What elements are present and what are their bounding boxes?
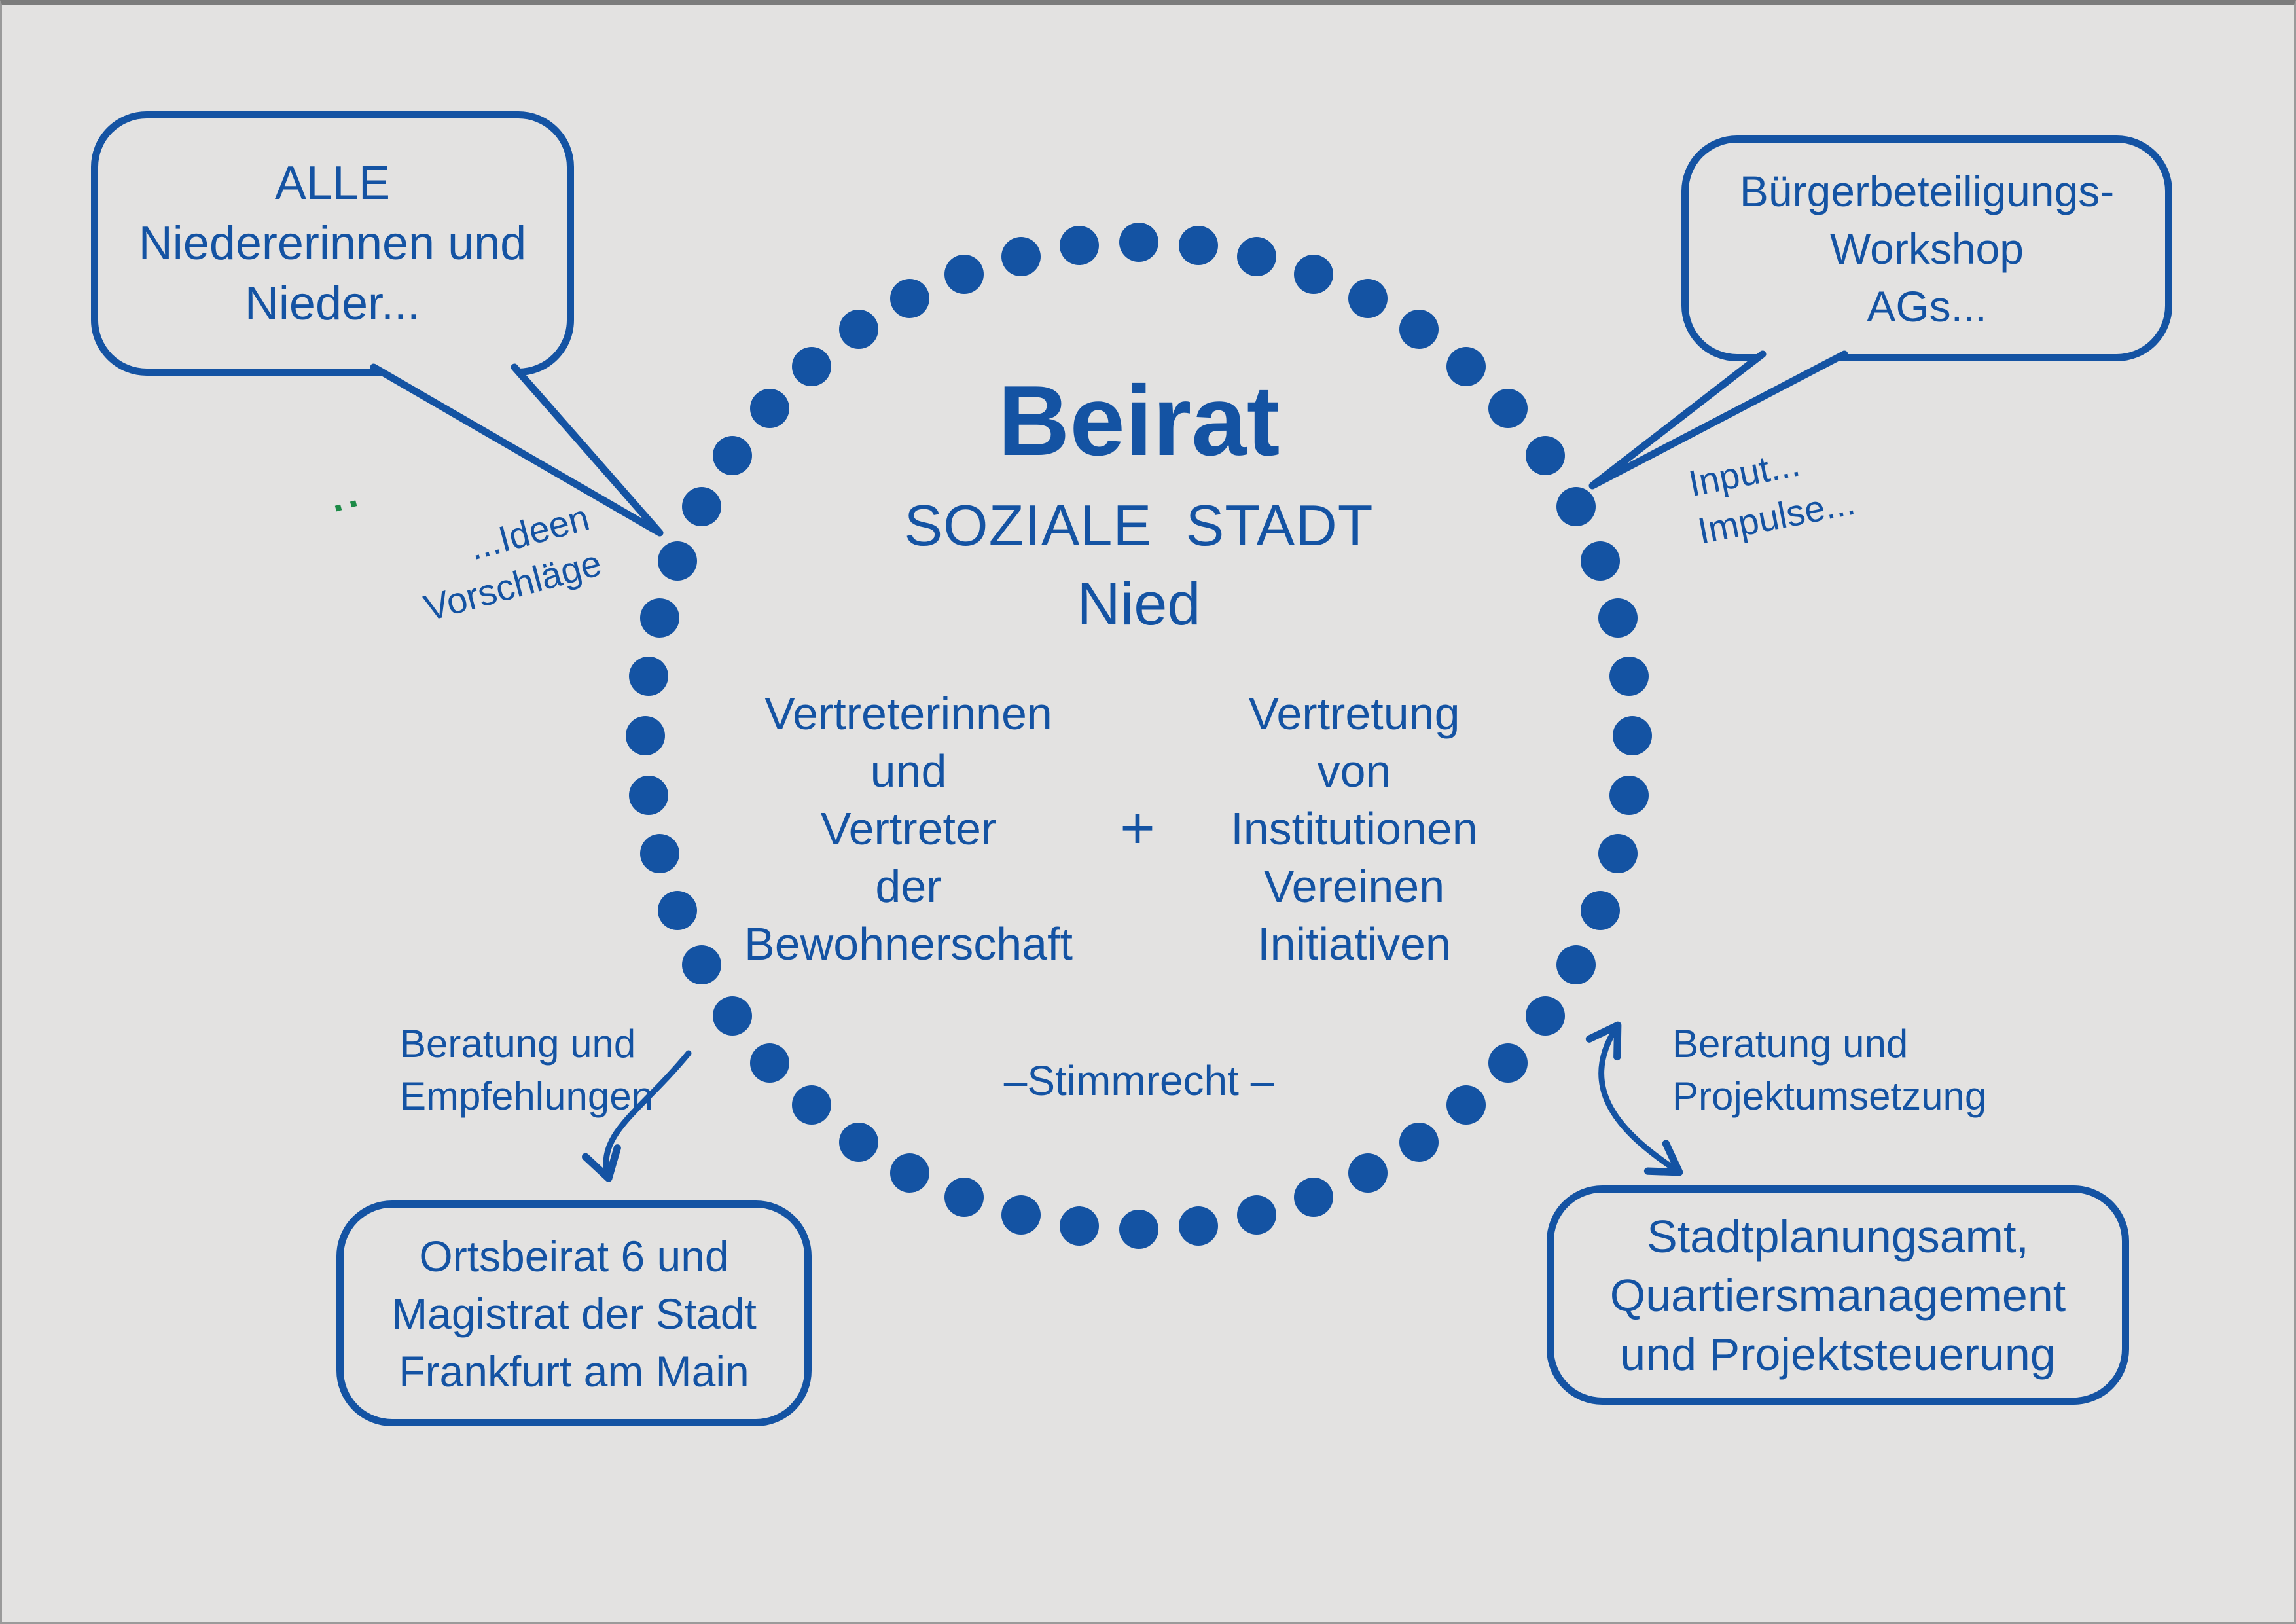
- column-line: Vertreter: [820, 803, 997, 854]
- column-line: Institutionen: [1230, 803, 1478, 854]
- box-line: Quartiersmanagement: [1609, 1269, 2066, 1321]
- ring-dot: [792, 1085, 831, 1125]
- ring-dot: [1348, 279, 1388, 319]
- column-line: von: [1317, 746, 1391, 797]
- column-line: Vertretung: [1248, 688, 1460, 739]
- box-line: Frankfurt am Main: [399, 1346, 749, 1396]
- ring-dot: [1237, 1195, 1277, 1235]
- ring-dot: [749, 389, 789, 428]
- ring-dot: [944, 1178, 984, 1217]
- ring-dot: [1178, 1206, 1218, 1246]
- circle-title: Beirat: [997, 365, 1280, 477]
- bubble-line: Workshop: [1830, 224, 2024, 273]
- bubble-line: Nieder...: [244, 278, 421, 330]
- ring-dot: [1119, 223, 1158, 262]
- box-line: Stadtplanungsamt,: [1647, 1210, 2029, 1262]
- ring-dot: [1294, 254, 1334, 294]
- ring-dot: [1119, 1210, 1158, 1249]
- ring-dot: [629, 775, 669, 815]
- annotation-beratung-projektumsetzung: Beratung und Projektumsetzung: [1672, 1018, 2039, 1123]
- ring-dot: [1581, 541, 1620, 581]
- column-line: Bewohnerschaft: [744, 918, 1073, 969]
- ring-dot: [713, 435, 753, 475]
- bubble-line: ALLE: [274, 157, 391, 209]
- ring-dot: [713, 996, 753, 1036]
- column-residents: Vertreterinnen und Vertreter der Bewohne…: [712, 685, 1105, 973]
- ring-dot: [1488, 1043, 1528, 1083]
- bubble-all-residents: ALLE Niedererinnen und Nieder...: [91, 111, 574, 376]
- column-line: Vereinen: [1263, 861, 1445, 912]
- ring-dot: [1488, 389, 1528, 428]
- ring-dot: [657, 541, 697, 581]
- circle-subtitle: SOZIALE STADT: [904, 493, 1374, 558]
- ring-dot: [1446, 1085, 1486, 1125]
- column-institutions: Vertretung von Institutionen Vereinen In…: [1158, 685, 1551, 973]
- ring-dot: [657, 891, 697, 931]
- ring-dot: [1525, 996, 1565, 1036]
- bubble-line: Niedererinnen und: [138, 217, 527, 270]
- ring-dot: [1294, 1178, 1334, 1217]
- ring-dot: [626, 716, 665, 755]
- ring-dot: [1525, 435, 1565, 475]
- box-stadtplanungsamt: Stadtplanungsamt, Quartiersmanagement un…: [1547, 1185, 2129, 1405]
- ring-dot: [1399, 1122, 1439, 1162]
- ring-dot: [1581, 891, 1620, 931]
- ring-dot: [1001, 1195, 1041, 1235]
- ring-dot: [1399, 310, 1439, 350]
- annotation-beratung-empfehlungen: Beratung und Empfehlungen: [400, 1018, 701, 1123]
- annotation-line: Projektumsetzung: [1672, 1074, 1987, 1118]
- ring-dot: [1060, 226, 1100, 266]
- ring-dot: [682, 486, 722, 526]
- box-line: und Projektsteuerung: [1620, 1328, 2056, 1380]
- annotation-line: Beratung und: [1672, 1022, 1909, 1066]
- ring-dot: [1237, 236, 1277, 276]
- plus-sign: +: [1120, 795, 1155, 861]
- bubble-line: Bürgerbeteiligungs-: [1739, 166, 2115, 215]
- ring-dot: [1598, 834, 1638, 874]
- ring-dot: [1348, 1153, 1388, 1193]
- bubble-workshop: Bürgerbeteiligungs- Workshop AGs...: [1681, 135, 2172, 361]
- ring-dot: [749, 1043, 789, 1083]
- dot-ring: [2, 5, 2294, 1622]
- column-line: der: [875, 861, 942, 912]
- box-line: Ortsbeirat 6 und: [419, 1231, 729, 1280]
- bubble-line: AGs...: [1867, 281, 1987, 331]
- ring-dot: [1556, 945, 1596, 985]
- annotation-line: Beratung und: [400, 1022, 636, 1066]
- ring-dot: [1613, 716, 1652, 755]
- ring-dot: [629, 657, 669, 696]
- ring-dot: [639, 834, 679, 874]
- ring-dot: [792, 346, 831, 386]
- ring-dot: [838, 310, 878, 350]
- column-line: Initiativen: [1257, 918, 1451, 969]
- column-line: Vertreterinnen: [764, 688, 1052, 739]
- ring-dot: [682, 945, 722, 985]
- ring-dot: [1001, 236, 1041, 276]
- ring-dot: [1609, 657, 1649, 696]
- ring-dot: [838, 1122, 878, 1162]
- circle-region: Nied: [1077, 571, 1201, 638]
- ring-dot: [1446, 346, 1486, 386]
- ring-dot: [889, 1153, 929, 1193]
- ring-dot: [1609, 775, 1649, 815]
- ring-dot: [889, 279, 929, 319]
- box-ortsbeirat: Ortsbeirat 6 und Magistrat der Stadt Fra…: [336, 1200, 812, 1426]
- ring-dot: [1556, 486, 1596, 526]
- ring-dot: [944, 254, 984, 294]
- column-line: und: [870, 746, 947, 797]
- ring-dot: [1178, 226, 1218, 266]
- ring-dot: [1060, 1206, 1100, 1246]
- annotation-line: Empfehlungen: [400, 1074, 653, 1118]
- box-line: Magistrat der Stadt: [391, 1289, 757, 1338]
- ring-dot: [1598, 598, 1638, 638]
- ring-dot: [639, 598, 679, 638]
- voting-note: –Stimmrecht –: [1003, 1057, 1274, 1104]
